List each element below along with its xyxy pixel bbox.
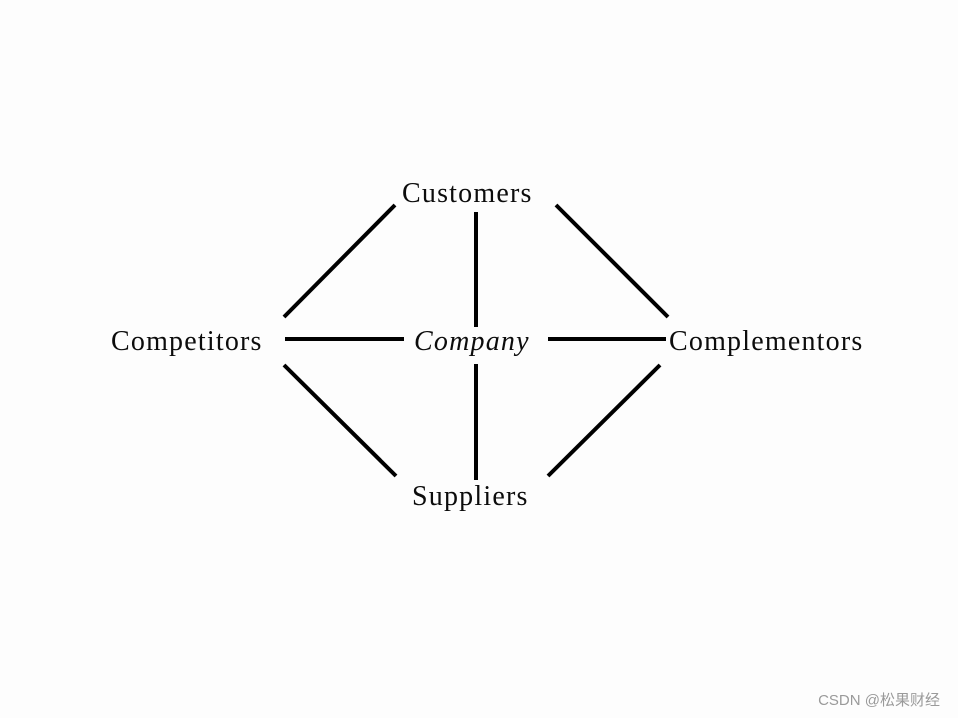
watermark-text: CSDN @松果财经 [818, 692, 940, 709]
node-suppliers: Suppliers [412, 481, 529, 512]
node-company: Company [414, 326, 530, 357]
node-complementors: Complementors [669, 326, 864, 357]
edge-competitors-suppliers [282, 363, 398, 478]
node-competitors: Competitors [111, 326, 263, 357]
node-customers: Customers [402, 178, 533, 209]
edge-complementors-suppliers [546, 363, 662, 478]
edge-customers-competitors [282, 203, 397, 319]
edge-customers-complementors [554, 203, 670, 319]
